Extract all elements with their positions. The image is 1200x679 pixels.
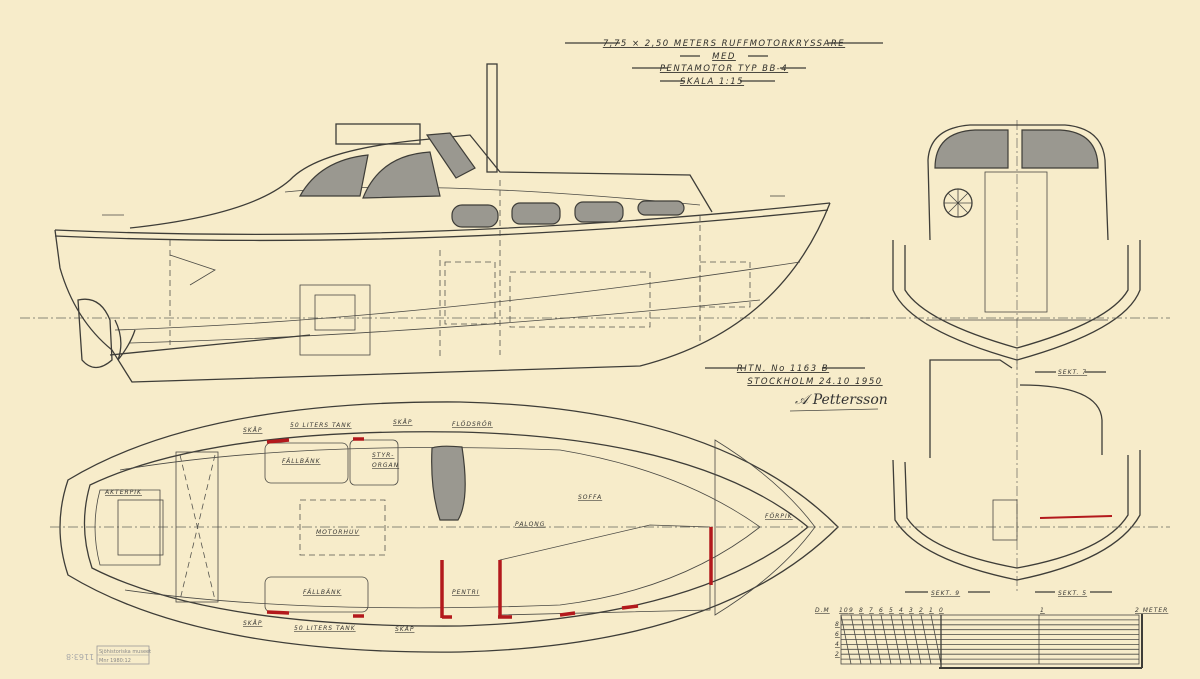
scale-tick-label: 9: [849, 607, 854, 614]
cabin-window: [298, 154, 369, 197]
label-fallbank: FÄLLBÄNK: [303, 589, 342, 596]
porthole: [511, 202, 561, 225]
motorhuv-outline: [299, 499, 386, 556]
scale-tick-label: 1: [929, 607, 934, 614]
label-motorhuv: MOTORHUV: [316, 529, 359, 536]
scale-side-tick: 2: [835, 651, 840, 658]
scale-side-tick: 8: [835, 621, 840, 628]
title-line-3: PENTAMOTOR TYP BB-4: [660, 64, 788, 74]
scale-tick-label: 3: [909, 607, 914, 614]
stamp-line-2: Mnr 1980:12: [99, 658, 131, 664]
section-door: [984, 171, 1048, 313]
scale-tick-label: 5: [889, 607, 894, 614]
cross-hatched-tank: [175, 451, 219, 603]
deck-inner-line: [83, 431, 810, 627]
stamp-line-1: Sjöhistoriska museet: [99, 649, 151, 655]
forpik-deck: [714, 439, 816, 616]
styrorgan-console: [349, 439, 399, 486]
signature: 𝒜 Pettersson: [795, 392, 888, 408]
title-line-1: 7,75 × 2,50 METERS RUFFMOTORKRYSSARE: [603, 39, 845, 49]
label-tank: 50 LITERS TANK: [294, 625, 356, 632]
label-styrorgan: STYR-: [372, 452, 394, 459]
side-profile-view: [20, 63, 870, 383]
exhaust-pipe: [486, 63, 498, 173]
section-label: SEKT. 7: [1058, 369, 1087, 376]
label-skap: SKÅP: [393, 419, 412, 426]
section-window: [1021, 129, 1099, 169]
scale-tick-label: 0: [939, 607, 944, 614]
scale-tick-label: 10: [839, 607, 849, 614]
label-fallbank: FÄLLBÄNK: [282, 458, 321, 465]
title-block: 7,75 × 2,50 METERS RUFFMOTORKRYSSARE MED…: [565, 39, 883, 87]
label-styrorgan-2: ORGAN: [372, 462, 399, 469]
drawing-number: RITN. No 1163 B: [737, 364, 829, 374]
cabin-top-hatch: [335, 123, 421, 145]
label-flodsror: FLÖDSRÖR: [452, 421, 493, 428]
scale-tick-label: 4: [899, 607, 904, 614]
label-forpik: FÖRPIK: [765, 513, 793, 520]
scale-tick-label: 6: [879, 607, 884, 614]
section-hull: [892, 240, 1141, 361]
label-soffa: SOFFA: [578, 494, 602, 501]
porthole: [451, 204, 499, 228]
label-akterpik: AKTERPIK: [104, 489, 142, 496]
fallbank-bottom: [264, 576, 369, 613]
section-label: SEKT. 5: [1058, 590, 1087, 597]
museum-stamp: Sjöhistoriska museet Mnr 1980:12 1163:8: [66, 645, 151, 665]
section-upper: SEKT. 7: [860, 120, 1170, 376]
scale-tick-label: 2: [919, 607, 924, 614]
cabin-outline: [129, 134, 713, 229]
label-tank: 50 LITERS TANK: [290, 422, 352, 429]
label-palong: PALONG: [515, 521, 545, 528]
stamp-side-number: 1163:8: [66, 652, 94, 661]
propeller-shaft: [109, 334, 311, 356]
section-window: [934, 129, 1009, 169]
rudder: [77, 298, 113, 369]
drawing-info-block: RITN. No 1163 B STOCKHOLM 24.10 1950 𝒜 P…: [705, 364, 888, 412]
title-line-2: MED: [712, 52, 736, 62]
porthole: [637, 200, 685, 216]
plan-view: SKÅP 50 LITERS TANK SKÅP FLÖDSRÖR FÄLLBÄ…: [50, 401, 860, 653]
label-skap: SKÅP: [243, 427, 262, 434]
propeller: [114, 319, 136, 361]
sheer-line: [54, 202, 831, 235]
scale-unit-meter: 2 METER: [1135, 607, 1168, 614]
place-date: STOCKHOLM 24.10 1950: [747, 377, 882, 387]
label-pentri: PENTRI: [452, 589, 480, 596]
label-skap: SKÅP: [395, 626, 414, 633]
scale-tick-label: 8: [859, 607, 864, 614]
windshield: [425, 132, 476, 179]
section-cabin: [927, 124, 1109, 241]
hull-outline: [54, 202, 831, 383]
red-bulkheads: [266, 437, 713, 619]
scale-side-tick: 4: [835, 641, 840, 648]
scale-mid-tick: 1: [1040, 607, 1045, 614]
cabin-window: [362, 151, 441, 199]
cross-hatched-berth: [499, 524, 711, 616]
scale-tick-label: 7: [869, 607, 874, 614]
title-line-4: SKALA 1:15: [680, 77, 744, 87]
label-skap: SKÅP: [243, 620, 262, 627]
section-lower: SEKT. 9 SEKT. 5: [860, 359, 1170, 597]
scale-side-tick: 6: [835, 631, 840, 638]
engine: [299, 284, 371, 356]
porthole: [574, 201, 624, 223]
section-label: SEKT. 9: [931, 590, 960, 597]
section-hull: [892, 450, 1141, 581]
scale-unit-dm: D.M: [815, 607, 830, 614]
hull-plan-outline: [59, 401, 839, 653]
windshield-plan: [431, 445, 466, 521]
fallbank-top: [264, 442, 349, 484]
